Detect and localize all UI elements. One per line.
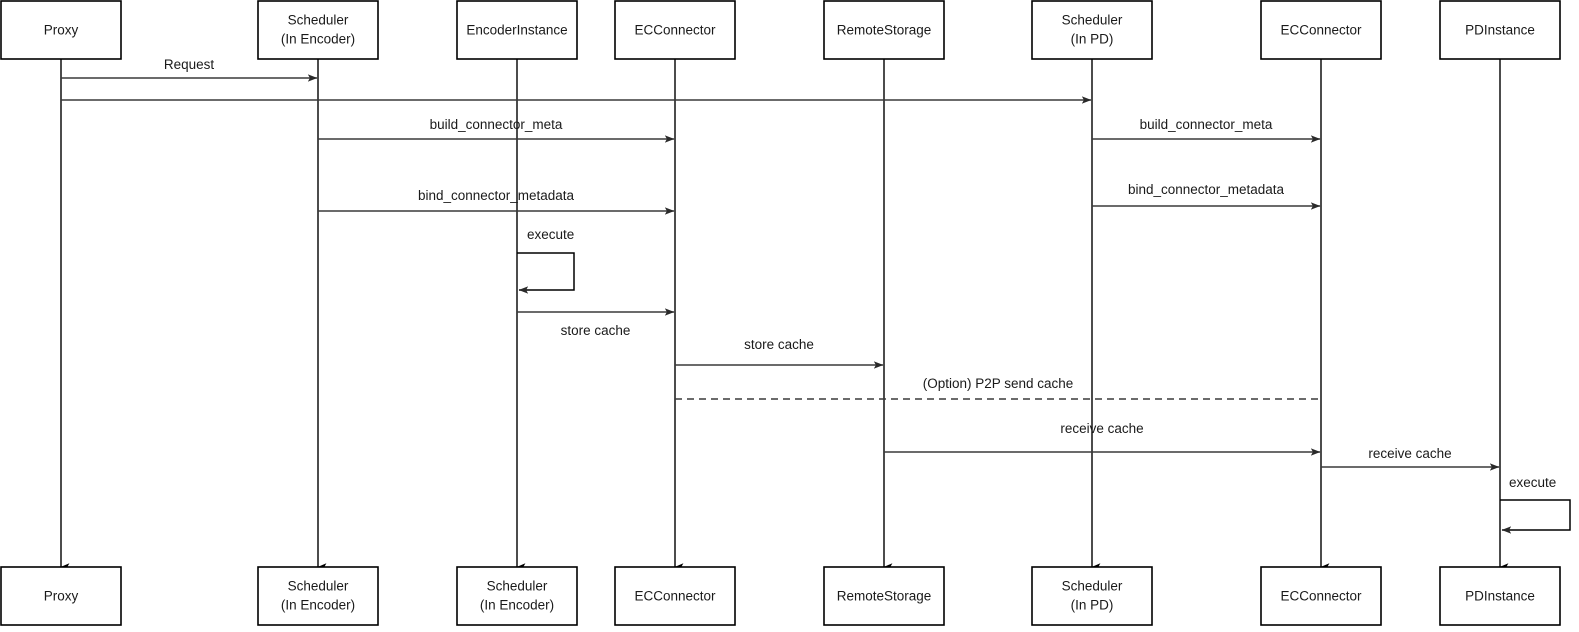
participant-box-bottom-encoder-instance: Scheduler (In Encoder): [456, 566, 578, 626]
self-message-path-execute-pd-instance: [1500, 499, 1571, 534]
participant-label-line2: (In Encoder): [281, 32, 355, 47]
participant-label-line2: (In PD): [1071, 598, 1114, 613]
message-build-connector-meta-encoder: build_connector_meta: [318, 117, 675, 143]
self-message-label-execute-pd-instance: execute: [1509, 475, 1556, 490]
participant-label-line2: (In PD): [1071, 32, 1114, 47]
participant-label-line2: (In Encoder): [281, 598, 355, 613]
participant-box-bottom-proxy: Proxy: [0, 566, 122, 626]
participant-box-bottom-scheduler-in-encoder: Scheduler (In Encoder): [257, 566, 379, 626]
participant-label-line1: Scheduler: [288, 13, 349, 28]
participant-label-line1: ECConnector: [1280, 23, 1362, 38]
participant-label-line1: RemoteStorage: [837, 23, 932, 38]
message-build-connector-meta-pd: build_connector_meta: [1092, 117, 1321, 143]
self-message-label-execute-encoder-instance: execute: [527, 227, 574, 242]
message-request: Request: [61, 57, 318, 82]
participant-label-line1: Proxy: [44, 589, 79, 604]
participant-box-top-scheduler-in-encoder: Scheduler (In Encoder): [257, 0, 379, 60]
message-option-p2p-send-cache: (Option) P2P send cache: [675, 376, 1321, 400]
message-label-bind-connector-metadata-encoder: bind_connector_metadata: [418, 188, 575, 203]
self-message-path-execute-encoder-instance: [517, 252, 575, 294]
participant-label-line1: Scheduler: [288, 579, 349, 594]
message-receive-cache-ec-to-pd: receive cache: [1321, 446, 1500, 471]
self-message-execute-pd-instance: execute: [1500, 475, 1571, 534]
lifelines-group: [60, 59, 1509, 571]
participant-label-line1: EncoderInstance: [466, 23, 567, 38]
self-message-execute-encoder-instance: execute: [517, 227, 575, 294]
participant-box-top-ec-connector-left: ECConnector: [614, 0, 736, 60]
message-store-cache-ec-to-remote: store cache: [675, 337, 884, 369]
participant-label-line1: ECConnector: [634, 23, 716, 38]
participant-label-line1: Scheduler: [487, 579, 548, 594]
messages-group: Request build_connector_meta build_connect…: [61, 57, 1500, 471]
message-label-store-cache-ec-to-remote: store cache: [744, 337, 814, 352]
participant-label-line1: ECConnector: [1280, 589, 1362, 604]
message-label-receive-cache-remote-to-ec: receive cache: [1060, 421, 1143, 436]
participant-box-bottom-scheduler-in-pd: Scheduler (In PD): [1031, 566, 1153, 626]
participant-label-line2: (In Encoder): [480, 598, 554, 613]
bottom-participant-boxes: Proxy Scheduler (In Encoder) Scheduler (In E…: [0, 566, 1561, 626]
message-label-request: Request: [164, 57, 215, 72]
participant-box-bottom-pd-instance: PDInstance: [1439, 566, 1561, 626]
participant-box-top-ec-connector-right: ECConnector: [1260, 0, 1382, 60]
message-label-option-p2p-send-cache: (Option) P2P send cache: [923, 376, 1074, 391]
participant-label-line1: Scheduler: [1062, 579, 1123, 594]
participant-label-line1: ECConnector: [634, 589, 716, 604]
participant-label-line1: Proxy: [44, 23, 79, 38]
message-bind-connector-metadata-pd: bind_connector_metadata: [1092, 182, 1321, 210]
message-receive-cache-remote-to-ec: receive cache: [884, 421, 1321, 456]
message-store-cache-encoder-to-ec: store cache: [517, 308, 675, 338]
participant-box-top-proxy: Proxy: [0, 0, 122, 60]
participant-box-top-pd-instance: PDInstance: [1439, 0, 1561, 60]
participant-box-top-encoder-instance: EncoderInstance: [456, 0, 578, 60]
top-participant-boxes: Proxy Scheduler (In Encoder) EncoderInstanc…: [0, 0, 1561, 60]
message-label-build-connector-meta-pd: build_connector_meta: [1140, 117, 1273, 132]
self-messages-group: execute execute: [517, 227, 1571, 534]
participant-box-top-scheduler-in-pd: Scheduler (In PD): [1031, 0, 1153, 60]
participant-box-bottom-remote-storage: RemoteStorage: [823, 566, 945, 626]
message-label-bind-connector-metadata-pd: bind_connector_metadata: [1128, 182, 1285, 197]
message-label-build-connector-meta-encoder: build_connector_meta: [430, 117, 563, 132]
message-label-store-cache-encoder-to-ec: store cache: [561, 323, 631, 338]
participant-label-line1: Scheduler: [1062, 13, 1123, 28]
message-label-receive-cache-ec-to-pd: receive cache: [1368, 446, 1451, 461]
participant-label-line1: PDInstance: [1465, 589, 1535, 604]
participant-label-line1: PDInstance: [1465, 23, 1535, 38]
participant-label-line1: RemoteStorage: [837, 589, 932, 604]
message-bind-connector-metadata-encoder: bind_connector_metadata: [318, 188, 675, 215]
participant-box-top-remote-storage: RemoteStorage: [823, 0, 945, 60]
participant-box-bottom-ec-connector-right: ECConnector: [1260, 566, 1382, 626]
participant-box-bottom-ec-connector-left: ECConnector: [614, 566, 736, 626]
